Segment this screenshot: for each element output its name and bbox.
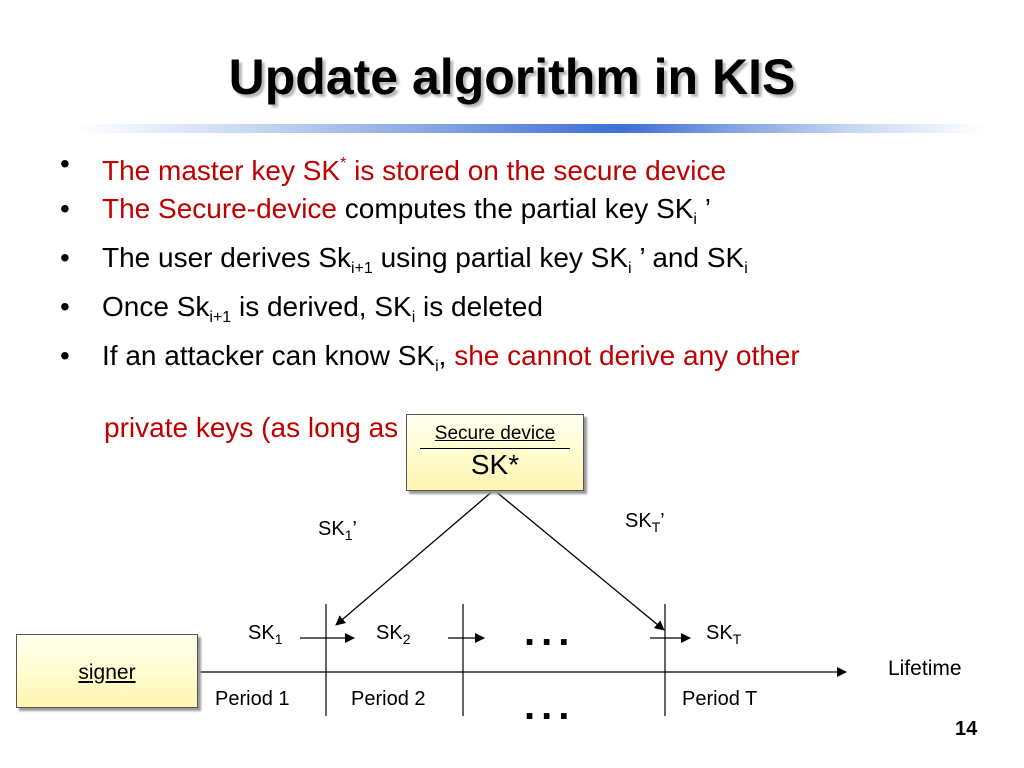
partial-key-first-suffix: ’ [352, 518, 357, 540]
slide-title: Update algorithm in KIS [228, 49, 796, 105]
bullet-list: • The master key SK* is stored on the sec… [60, 148, 800, 389]
period-key-2: SK2 [376, 622, 410, 647]
secure-device-box: Secure device SK* [406, 414, 584, 491]
partial-key-last-suffix: ’ [660, 510, 665, 532]
period-label-t: Period T [682, 688, 758, 710]
period-key-2-base: SK [376, 622, 403, 644]
period-key-1-sub: 1 [274, 631, 283, 647]
bullet-text: is deleted [415, 291, 543, 322]
bullet-item: • If an attacker can know SKi, she cannot… [60, 340, 800, 383]
bullet-text: ’ and SK [631, 242, 745, 273]
ellipsis-keys: ... [524, 610, 576, 654]
partial-key-last-base: SK [625, 510, 652, 532]
bullet-marker: • [60, 193, 70, 224]
bullet-text: i [628, 260, 632, 277]
period-key-2-sub: 2 [402, 631, 411, 647]
master-key-label: SK* [470, 449, 520, 480]
bullet-marker: • [60, 242, 70, 273]
partial-key-last: SKT’ [625, 510, 665, 535]
title-divider [75, 124, 985, 133]
bullet-text: i [435, 358, 439, 375]
bullet-text: using partial key SK [372, 242, 629, 273]
ellipsis-periods: ... [524, 684, 576, 728]
period-key-t-base: SK [706, 622, 733, 644]
bullet-text: * [340, 155, 347, 172]
page-number: 14 [955, 718, 978, 740]
bullet-marker: • [60, 340, 70, 371]
period-key-t: SKT [706, 622, 741, 647]
bullet-item: • The Secure-device computes the partial … [60, 193, 800, 236]
arrow-to-sk1 [335, 489, 495, 626]
bullet-text: , [438, 340, 455, 371]
bullet-marker: • [60, 291, 70, 322]
bullet-item: • The user derives Ski+1 using partial ke… [60, 242, 800, 285]
secure-device-divider [420, 448, 570, 449]
bullet-text: i [693, 211, 697, 228]
bullet-text: computes the partial key SK [337, 193, 694, 224]
bullet-text: i [744, 260, 748, 277]
bullet-item: • Once Ski+1 is derived, SKi is deleted [60, 291, 800, 334]
bullet-text: i+1 [209, 309, 232, 326]
period-key-1-base: SK [248, 622, 275, 644]
period-key-1: SK1 [248, 622, 282, 647]
period-label-2: Period 2 [351, 688, 426, 710]
partial-key-first-sub: 1 [344, 527, 353, 543]
bullet-text: ’ [696, 193, 711, 224]
bullet-text: is stored on the secure device [346, 155, 727, 186]
bullet-item: • The master key SK* is stored on the sec… [60, 148, 800, 187]
signer-box: signer [16, 634, 198, 708]
period-label-1: Period 1 [215, 688, 290, 710]
bullet-text: she cannot derive any other [454, 340, 800, 371]
partial-key-last-sub: T [651, 519, 661, 535]
partial-key-first-base: SK [318, 518, 345, 540]
arrow-to-skt [493, 489, 665, 631]
bullet-text: Once Sk [102, 291, 210, 322]
bullet-text: The user derives Sk [102, 242, 351, 273]
signer-label: signer [78, 661, 136, 684]
bullet-text: i [411, 309, 416, 326]
bullet-text: The master key SK [102, 155, 341, 186]
lifetime-label: Lifetime [888, 657, 962, 680]
bullet-text: If an attacker can know SK [102, 340, 436, 371]
bullet-text: is derived, SK [231, 291, 412, 322]
bullet-marker: • [60, 148, 70, 179]
secure-device-label: Secure device [434, 423, 556, 444]
bullet-text: The Secure-device [102, 193, 338, 224]
period-key-t-sub: T [732, 631, 742, 647]
bullet-text: i+1 [351, 260, 373, 277]
partial-key-first: SK1’ [318, 518, 357, 543]
